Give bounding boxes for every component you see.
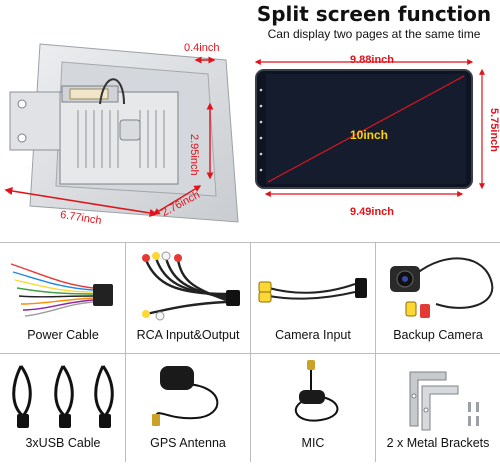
accessory-label: RCA Input&Output [136, 328, 240, 342]
side-height-label: 5.75inch [488, 108, 500, 153]
accessory-mic: MIC [251, 356, 375, 464]
accessory-label: 2 x Metal Brackets [386, 436, 490, 450]
screen-diagram [254, 59, 485, 197]
height-label: 2.95inch [188, 134, 200, 176]
top-width-label: 9.88inch [350, 54, 395, 66]
accessory-label: Backup Camera [393, 328, 483, 342]
accessory-label: MIC [301, 436, 325, 450]
accessory-usb-cable: 3xUSB Cable [1, 356, 125, 464]
metal-brackets-icon [409, 371, 479, 431]
grid-divider-1 [125, 242, 126, 462]
power-cable-icon [10, 263, 113, 317]
frame-vent-grill [77, 110, 165, 168]
depth-small-label: 0.4inch [184, 42, 220, 54]
diagonal-dimension-line [267, 75, 465, 183]
bottom-width-label: 9.49inch [350, 206, 395, 218]
headline-subtitle: Can display two pages at the same time [267, 27, 481, 41]
gps-antenna-icon [152, 366, 219, 426]
frame-side-bracket [9, 91, 61, 151]
accessory-gps-antenna: GPS Antenna [126, 356, 250, 464]
accessory-label: Power Cable [27, 328, 99, 342]
mounting-frame-diagram [4, 43, 239, 223]
mic-icon [294, 360, 339, 422]
usb-cable-icon [12, 365, 114, 428]
camera-input-cable-icon [258, 278, 367, 303]
rca-cable-icon [142, 251, 240, 321]
width-dimension-line [4, 187, 158, 217]
headline-title: Split screen function [256, 2, 492, 26]
grid-divider-2 [250, 242, 251, 462]
accessory-label: GPS Antenna [150, 436, 226, 450]
accessory-rca: RCA Input&Output [126, 244, 250, 352]
accessory-camera-input: Camera Input [251, 244, 375, 352]
grid-divider-3 [375, 242, 376, 462]
accessory-label: 3xUSB Cable [25, 436, 101, 450]
backup-camera-icon [390, 257, 494, 318]
accessory-label: Camera Input [275, 328, 351, 342]
screen-side-buttons [259, 88, 263, 172]
diagonal-label: 10inch [350, 128, 389, 142]
accessory-metal-brackets: 2 x Metal Brackets [376, 356, 500, 464]
depth-dimension-line [152, 185, 202, 215]
accessory-backup-camera: Backup Camera [376, 244, 500, 352]
accessory-power-cable: Power Cable [1, 244, 125, 352]
frame-cage [59, 91, 179, 185]
